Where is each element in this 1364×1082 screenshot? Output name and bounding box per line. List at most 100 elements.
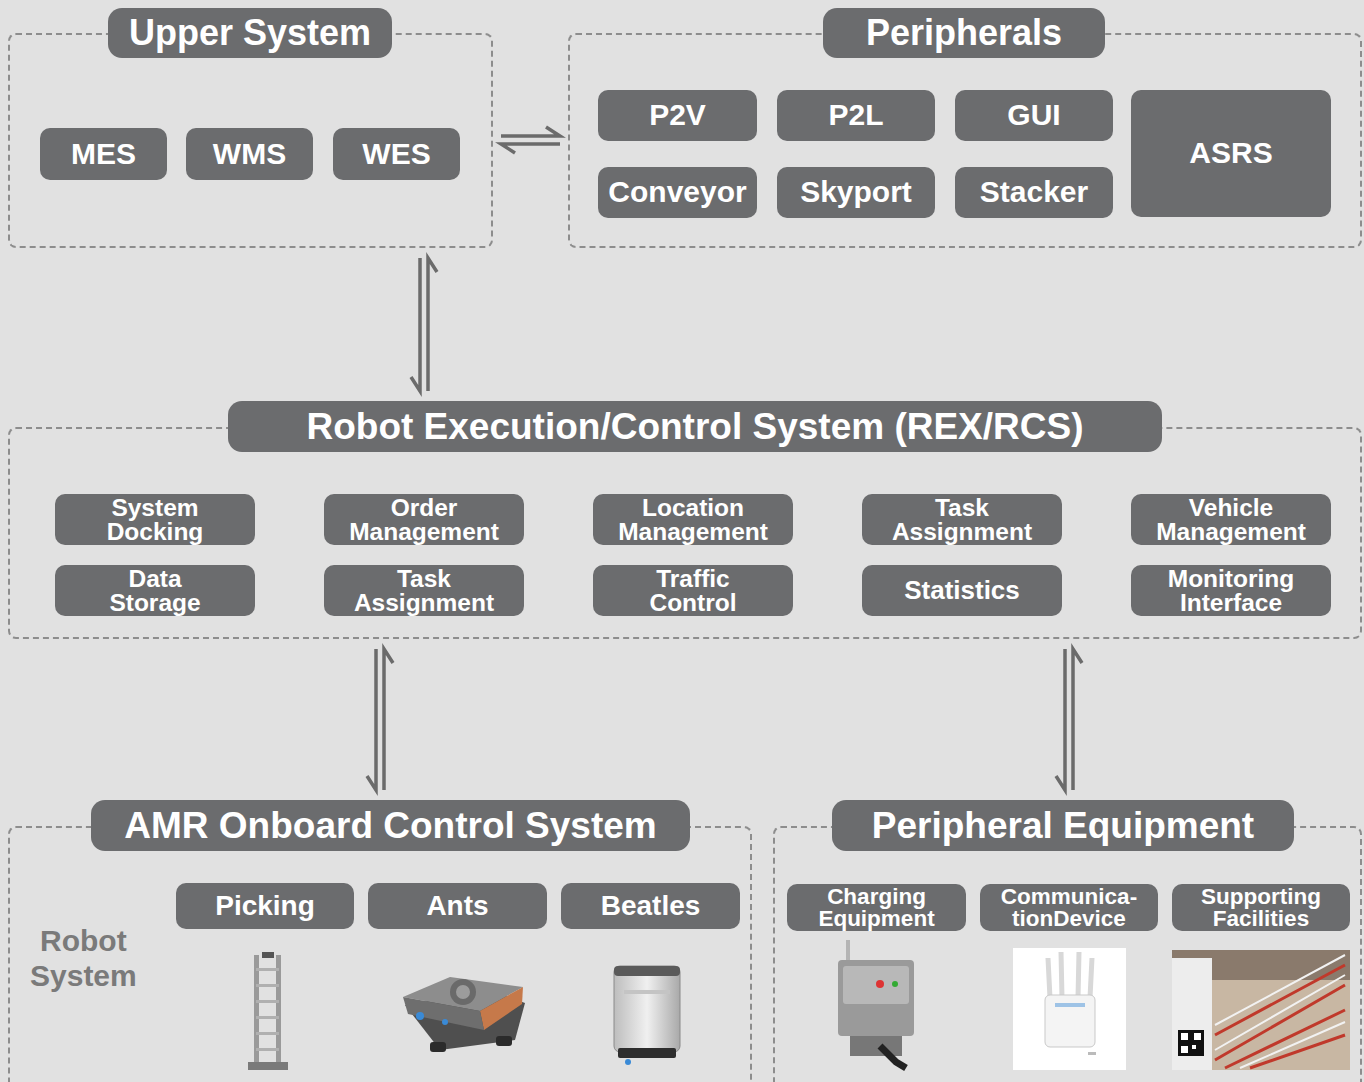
charging-station xyxy=(880,1046,906,1068)
group-panel: Peripheral EquipmentCharging EquipmentCo… xyxy=(773,826,1362,1082)
module-label: Supporting Facilities xyxy=(1201,886,1321,929)
module-label: Conveyor xyxy=(608,178,746,207)
module-label: Statistics xyxy=(904,578,1020,603)
module-box: Order Management xyxy=(324,494,524,545)
ants-robot xyxy=(480,987,523,1030)
picking-robot-mast xyxy=(248,1062,288,1070)
supporting-shelves-photo xyxy=(1181,1046,1188,1053)
module-label: Ants xyxy=(426,893,488,920)
beatles-robot xyxy=(614,966,680,1065)
supporting-shelves-photo xyxy=(1172,950,1350,1070)
charging-station xyxy=(876,980,884,988)
ants-robot xyxy=(450,979,476,1005)
module-box: Skyport xyxy=(777,167,935,218)
module-box: MES xyxy=(40,128,167,180)
side-label: Robot System xyxy=(30,924,137,993)
supporting-shelves-photo xyxy=(1192,1045,1196,1049)
module-box: ASRS xyxy=(1131,90,1331,217)
module-label: Vehicle Management xyxy=(1156,496,1306,543)
module-box: Location Management xyxy=(593,494,793,545)
wifi-repeater xyxy=(1048,952,1092,998)
module-box: System Docking xyxy=(55,494,255,545)
wifi-repeater xyxy=(1013,948,1126,1070)
ants-robot xyxy=(496,1036,512,1046)
module-box: Communica- tionDevice xyxy=(980,884,1158,931)
module-box: Monitoring Interface xyxy=(1131,565,1331,616)
supporting-shelves-photo xyxy=(1181,1033,1188,1040)
module-label: Data Storage xyxy=(109,567,200,614)
module-label: P2L xyxy=(828,101,883,130)
module-label: Stacker xyxy=(980,178,1088,207)
wifi-repeater xyxy=(1055,1003,1085,1007)
picking-robot-mast xyxy=(256,968,279,971)
picking-robot-mast xyxy=(256,1000,279,1003)
module-box: Charging Equipment xyxy=(787,884,966,931)
module-label: Location Management xyxy=(618,496,768,543)
ants-robot xyxy=(430,1042,446,1052)
beatles-robot xyxy=(614,966,680,1052)
picking-robot-mast xyxy=(256,1032,279,1035)
module-box: Statistics xyxy=(862,565,1062,616)
harpoon-line xyxy=(367,649,376,790)
module-box: Task Assignment xyxy=(862,494,1062,545)
group-title: Upper System xyxy=(108,8,392,58)
module-label: P2V xyxy=(649,101,706,130)
beatles-robot xyxy=(624,990,670,994)
ants-robot xyxy=(442,1019,448,1025)
harpoon-line xyxy=(384,649,393,790)
module-label: GUI xyxy=(1007,101,1060,130)
supporting-shelves-photo xyxy=(1194,1033,1201,1040)
picking-robot-mast xyxy=(248,952,288,1070)
module-label: System Docking xyxy=(107,496,204,543)
module-label: Communica- tionDevice xyxy=(1001,886,1137,929)
module-box: Data Storage xyxy=(55,565,255,616)
picking-robot-mast xyxy=(262,952,274,958)
harpoon-line xyxy=(1073,649,1082,790)
beatles-robot xyxy=(618,1048,676,1058)
harpoon-connector xyxy=(1056,649,1082,790)
charging-station xyxy=(892,981,898,987)
wifi-repeater xyxy=(1045,995,1095,1047)
module-label: Skyport xyxy=(800,178,912,207)
group-panel: Robot Execution/Control System (REX/RCS)… xyxy=(8,427,1362,639)
module-label: Monitoring Interface xyxy=(1168,567,1295,614)
module-box: Ants xyxy=(368,883,547,929)
module-box: Traffic Control xyxy=(593,565,793,616)
wifi-repeater xyxy=(1088,1052,1096,1055)
module-box: WES xyxy=(333,128,460,180)
module-label: Charging Equipment xyxy=(818,886,934,929)
beatles-robot xyxy=(614,966,680,976)
wifi-repeater xyxy=(1013,948,1126,1070)
harpoon-line xyxy=(1056,649,1065,790)
group-title: AMR Onboard Control System xyxy=(91,800,690,851)
supporting-shelves-photo xyxy=(1215,955,1345,1068)
ants-robot xyxy=(416,1012,424,1020)
harpoon-connector xyxy=(501,127,560,153)
charging-station xyxy=(838,940,914,1068)
supporting-shelves-photo xyxy=(1172,958,1212,1070)
module-label: Traffic Control xyxy=(649,567,736,614)
module-label: ASRS xyxy=(1189,139,1272,168)
supporting-shelves-photo xyxy=(1172,950,1350,1070)
module-box: Conveyor xyxy=(598,167,757,218)
module-label: Order Management xyxy=(349,496,499,543)
module-box: Supporting Facilities xyxy=(1172,884,1350,931)
charging-station xyxy=(846,940,850,962)
module-label: WES xyxy=(362,140,430,169)
group-panel: PeripheralsP2VP2LGUIASRSConveyorSkyportS… xyxy=(568,33,1362,248)
module-box: Stacker xyxy=(955,167,1113,218)
module-box: P2L xyxy=(777,90,935,141)
charging-station xyxy=(838,960,914,1036)
module-box: GUI xyxy=(955,90,1113,141)
harpoon-connector xyxy=(367,649,393,790)
group-title: Peripherals xyxy=(823,8,1105,58)
ants-robot xyxy=(403,997,484,1030)
group-title: Peripheral Equipment xyxy=(832,800,1294,851)
module-label: Task Assignment xyxy=(892,496,1032,543)
module-label: WMS xyxy=(213,140,286,169)
group-panel: Upper SystemMESWMSWES xyxy=(8,33,493,248)
harpoon-line xyxy=(411,258,420,391)
module-label: Picking xyxy=(215,893,315,920)
picking-robot-mast xyxy=(256,1016,279,1019)
